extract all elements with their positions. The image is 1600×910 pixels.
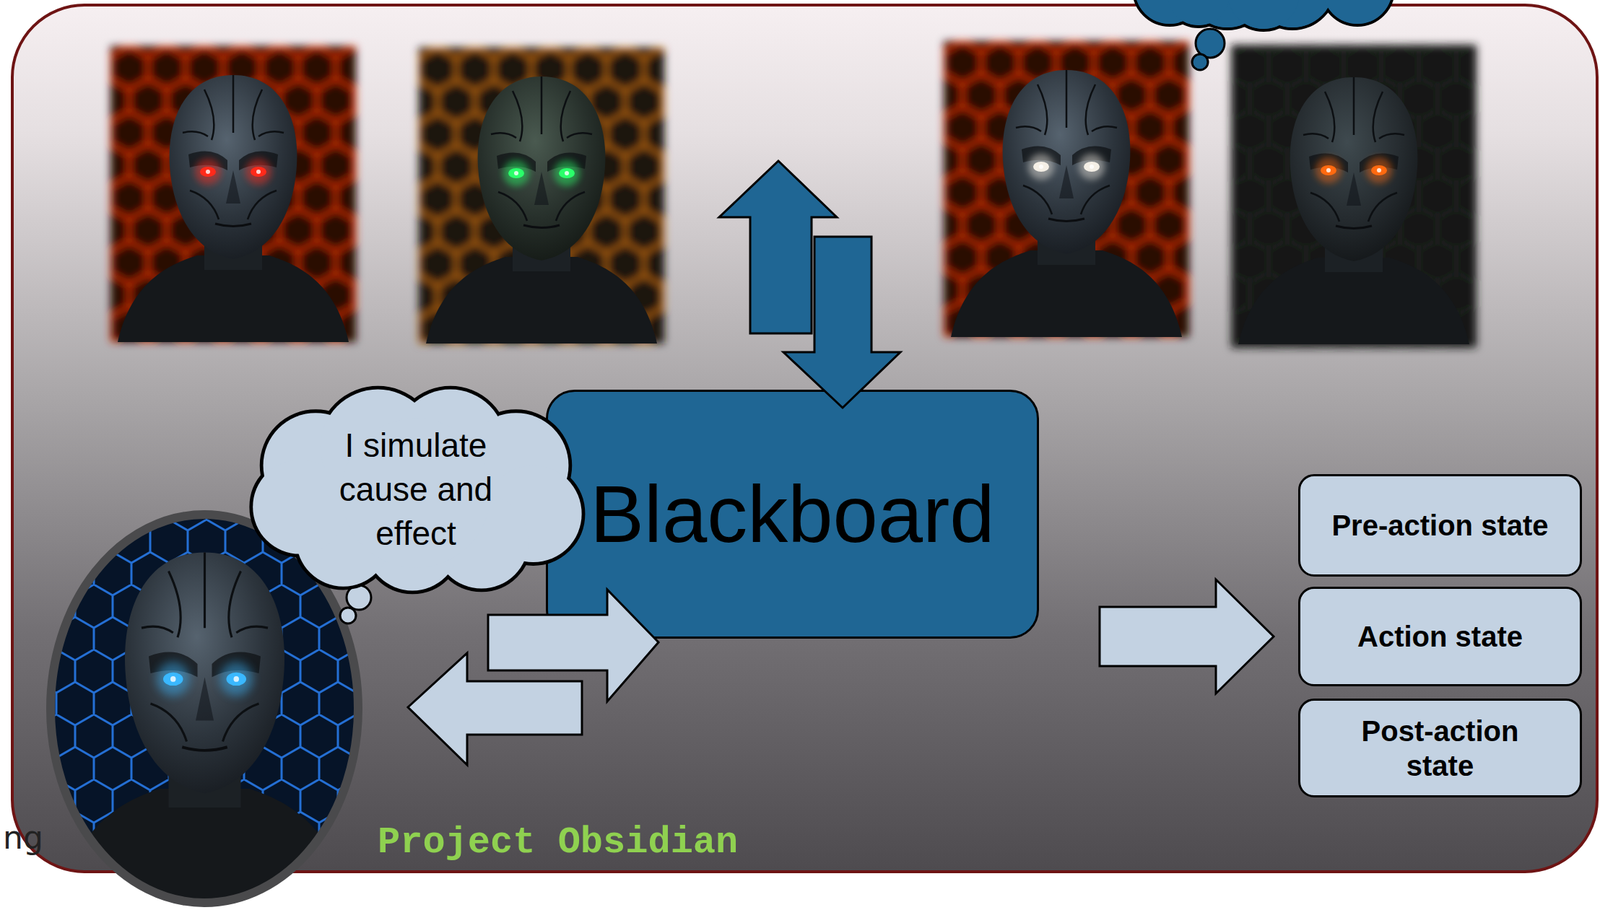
up-arrow (719, 161, 837, 334)
process-box: Blackboard (545, 389, 1039, 639)
thought-cloud-top (1133, 0, 1394, 71)
left-arrow (407, 653, 582, 766)
text-block: Action state (1357, 619, 1523, 655)
text-block: Blackboard (568, 470, 1016, 559)
state-box: Post-action state (1298, 698, 1582, 798)
state-box: Action state (1298, 587, 1582, 687)
text-block: I simulate cause and effect (325, 423, 507, 556)
node-text: I simulate cause and effect (325, 423, 507, 556)
block-arrow (1099, 579, 1274, 694)
node-text: Action state (1357, 619, 1523, 655)
node-text: Blackboard (589, 470, 995, 559)
project-name: Project Obsidian (377, 821, 738, 865)
cut-off-text: ng (2, 819, 44, 857)
thought-bubble-tail (340, 585, 372, 624)
thought-cloud: I simulate cause and effect (239, 382, 593, 598)
agent-portrait (943, 41, 1190, 338)
text-block: Post-action state (1326, 714, 1554, 784)
text-block: Pre-action state (1331, 508, 1549, 543)
state-box: Pre-action state (1298, 474, 1582, 577)
node-text: Pre-action state (1331, 508, 1549, 543)
agent-portrait (418, 47, 665, 344)
agent-portrait (110, 46, 356, 343)
right-arrow (488, 589, 659, 702)
agent-portrait (1231, 44, 1477, 349)
node-text: Post-action state (1326, 714, 1554, 784)
down-arrow (783, 236, 901, 408)
